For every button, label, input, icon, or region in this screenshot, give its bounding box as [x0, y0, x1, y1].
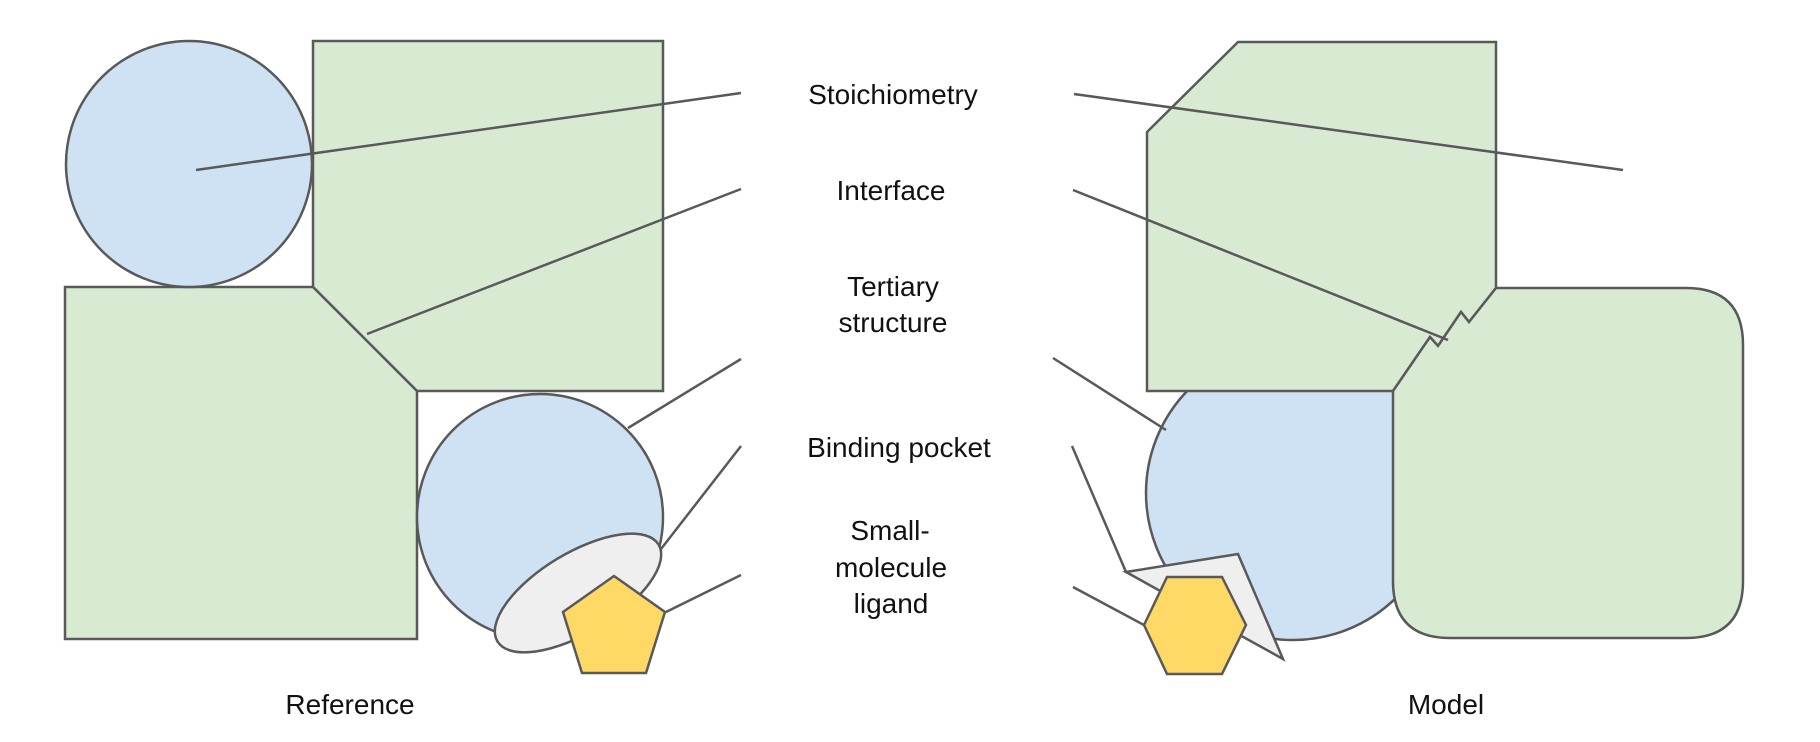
leader-tertiary-reference: [627, 357, 742, 430]
label-ligand-line3: ligand: [854, 588, 929, 619]
label-ligand-line1: Small-: [850, 515, 929, 546]
model-panel: [1122, 40, 1745, 676]
leader-ligand-reference: [665, 573, 742, 614]
panel-title-model: Model: [1408, 689, 1484, 720]
label-tertiary-structure-line2: structure: [839, 307, 948, 338]
label-interface: Interface: [837, 175, 946, 206]
panel-title-reference: Reference: [285, 689, 414, 720]
leader-binding-model: [1070, 445, 1128, 573]
reference-chain-b-lower: [63, 285, 419, 641]
label-tertiary-structure-line1: Tertiary: [847, 271, 939, 302]
leader-interface-model: [1072, 188, 1449, 342]
reference-ligand-pentagon-icon: [561, 574, 667, 675]
reference-panel: [63, 39, 667, 675]
leader-lines: [195, 91, 1624, 627]
label-ligand-line2: molecule: [835, 552, 947, 583]
leader-tertiary-model: [1052, 356, 1167, 432]
label-binding-pocket: Binding pocket: [807, 432, 991, 463]
reference-chain-b-upper: [311, 39, 665, 393]
leader-stoichiometry-reference: [195, 91, 742, 172]
reference-chain-a-upper: [64, 39, 314, 289]
leader-binding-reference: [660, 445, 742, 550]
model-chain-b-lower: [1391, 286, 1745, 640]
label-stoichiometry: Stoichiometry: [808, 79, 978, 110]
feature-labels: Stoichiometry Interface Tertiary structu…: [807, 79, 991, 619]
leader-ligand-model: [1072, 585, 1145, 627]
leader-interface-reference: [366, 187, 742, 336]
leader-stoichiometry-model: [1073, 92, 1624, 172]
